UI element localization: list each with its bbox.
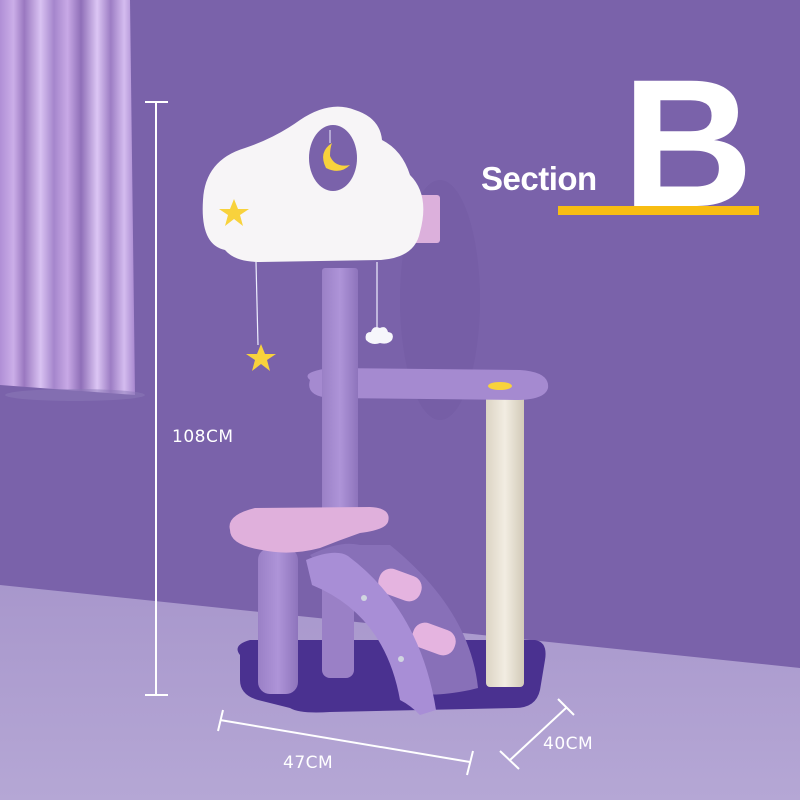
height-measure-line bbox=[145, 101, 168, 696]
cloud-hole bbox=[309, 125, 357, 191]
width-label: 47CM bbox=[283, 753, 334, 773]
hanging-star-icon bbox=[246, 344, 276, 371]
curtain bbox=[0, 0, 135, 395]
middle-platform bbox=[307, 368, 549, 400]
depth-label: 40CM bbox=[543, 734, 594, 754]
width-measure-line bbox=[217, 709, 474, 776]
ladder-step bbox=[412, 622, 456, 656]
front-post bbox=[258, 548, 298, 694]
moon-icon bbox=[323, 143, 350, 171]
depth-measure-line bbox=[499, 698, 575, 770]
center-post bbox=[322, 268, 358, 518]
heading-underline bbox=[558, 206, 759, 215]
star-icon bbox=[219, 199, 249, 226]
ladder-front bbox=[306, 552, 436, 715]
yellow-star-patch bbox=[488, 382, 512, 390]
ladder-step bbox=[378, 568, 422, 602]
section-heading-word: Section bbox=[481, 160, 597, 197]
cloud-top bbox=[202, 106, 424, 263]
hanging-cloud-icon bbox=[365, 327, 393, 344]
height-label: 108CM bbox=[172, 427, 234, 447]
section-heading-letter: B bbox=[622, 41, 753, 245]
sisal-post bbox=[486, 395, 524, 687]
pink-platform bbox=[229, 507, 389, 553]
